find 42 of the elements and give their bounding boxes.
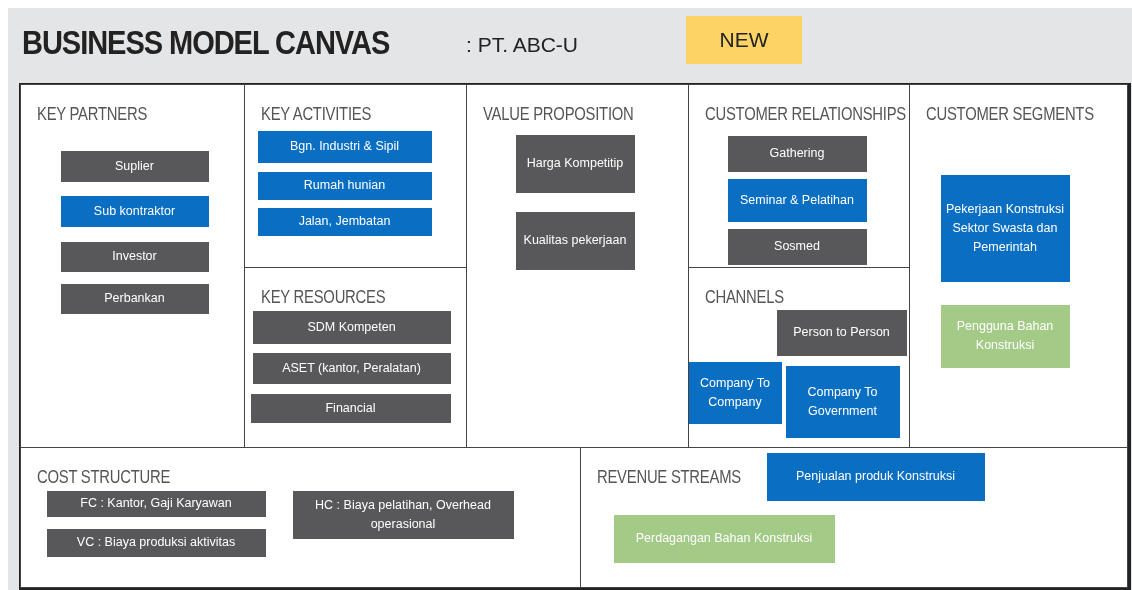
section-heading: COST STRUCTURE <box>37 466 171 488</box>
note-card: Sosmed <box>727 228 867 265</box>
section-heading: VALUE PROPOSITION <box>483 103 634 125</box>
note-card: Jalan, Jembatan <box>257 207 432 236</box>
title: BUSINESS MODEL CANVAS <box>22 24 390 62</box>
note-card: Person to Person <box>776 309 907 356</box>
note-card: Gathering <box>727 135 867 172</box>
note-card: SDM Kompeten <box>252 310 451 344</box>
note-card: Seminar & Pelatihan <box>727 178 867 222</box>
canvas-section <box>20 84 245 448</box>
status-badge: NEW <box>686 16 802 64</box>
note-card: Suplier <box>60 150 209 182</box>
note-card: Penjualan produk Konstruksi <box>766 452 985 501</box>
company-label: : PT. ABC-U <box>466 33 579 57</box>
note-card: Rumah hunian <box>257 171 432 200</box>
canvas-section <box>688 84 910 268</box>
note-card: Kualitas pekerjaan <box>515 211 635 270</box>
note-card: Perdagangan Bahan Konstruksi <box>613 514 835 563</box>
section-heading: REVENUE STREAMS <box>597 466 741 488</box>
note-card: FC : Kantor, Gaji Karyawan <box>46 490 266 517</box>
note-card: Bgn. Industri & Sipil <box>257 130 432 163</box>
section-heading: CHANNELS <box>705 286 784 308</box>
section-heading: CUSTOMER RELATIONSHIPS <box>705 103 906 125</box>
note-card: HC : Biaya pelatihan, Overhead operasional <box>292 490 514 539</box>
note-card: Company To Government <box>785 365 900 438</box>
section-heading: CUSTOMER SEGMENTS <box>926 103 1094 125</box>
canvas-section <box>580 447 1128 588</box>
note-card: Company To Company <box>688 361 782 424</box>
note-card: Pekerjaan Konstruksi Sektor Swasta dan Pemerintah <box>940 174 1070 282</box>
note-card: Perbankan <box>60 283 209 314</box>
section-heading: KEY RESOURCES <box>261 286 386 308</box>
note-card: Financial <box>250 393 451 423</box>
note-card: Harga Kompetitip <box>515 134 635 193</box>
note-card: VC : Biaya produksi aktivitas <box>46 528 266 557</box>
section-heading: KEY ACTIVITIES <box>261 103 372 125</box>
section-heading: KEY PARTNERS <box>37 103 148 125</box>
note-card: Pengguna Bahan Konstruksi <box>940 304 1070 368</box>
canvas-section <box>909 84 1128 448</box>
note-card: Investor <box>60 241 209 272</box>
note-card: Sub kontraktor <box>60 195 209 227</box>
canvas-section <box>20 447 581 588</box>
note-card: ASET (kantor, Peralatan) <box>252 352 451 384</box>
